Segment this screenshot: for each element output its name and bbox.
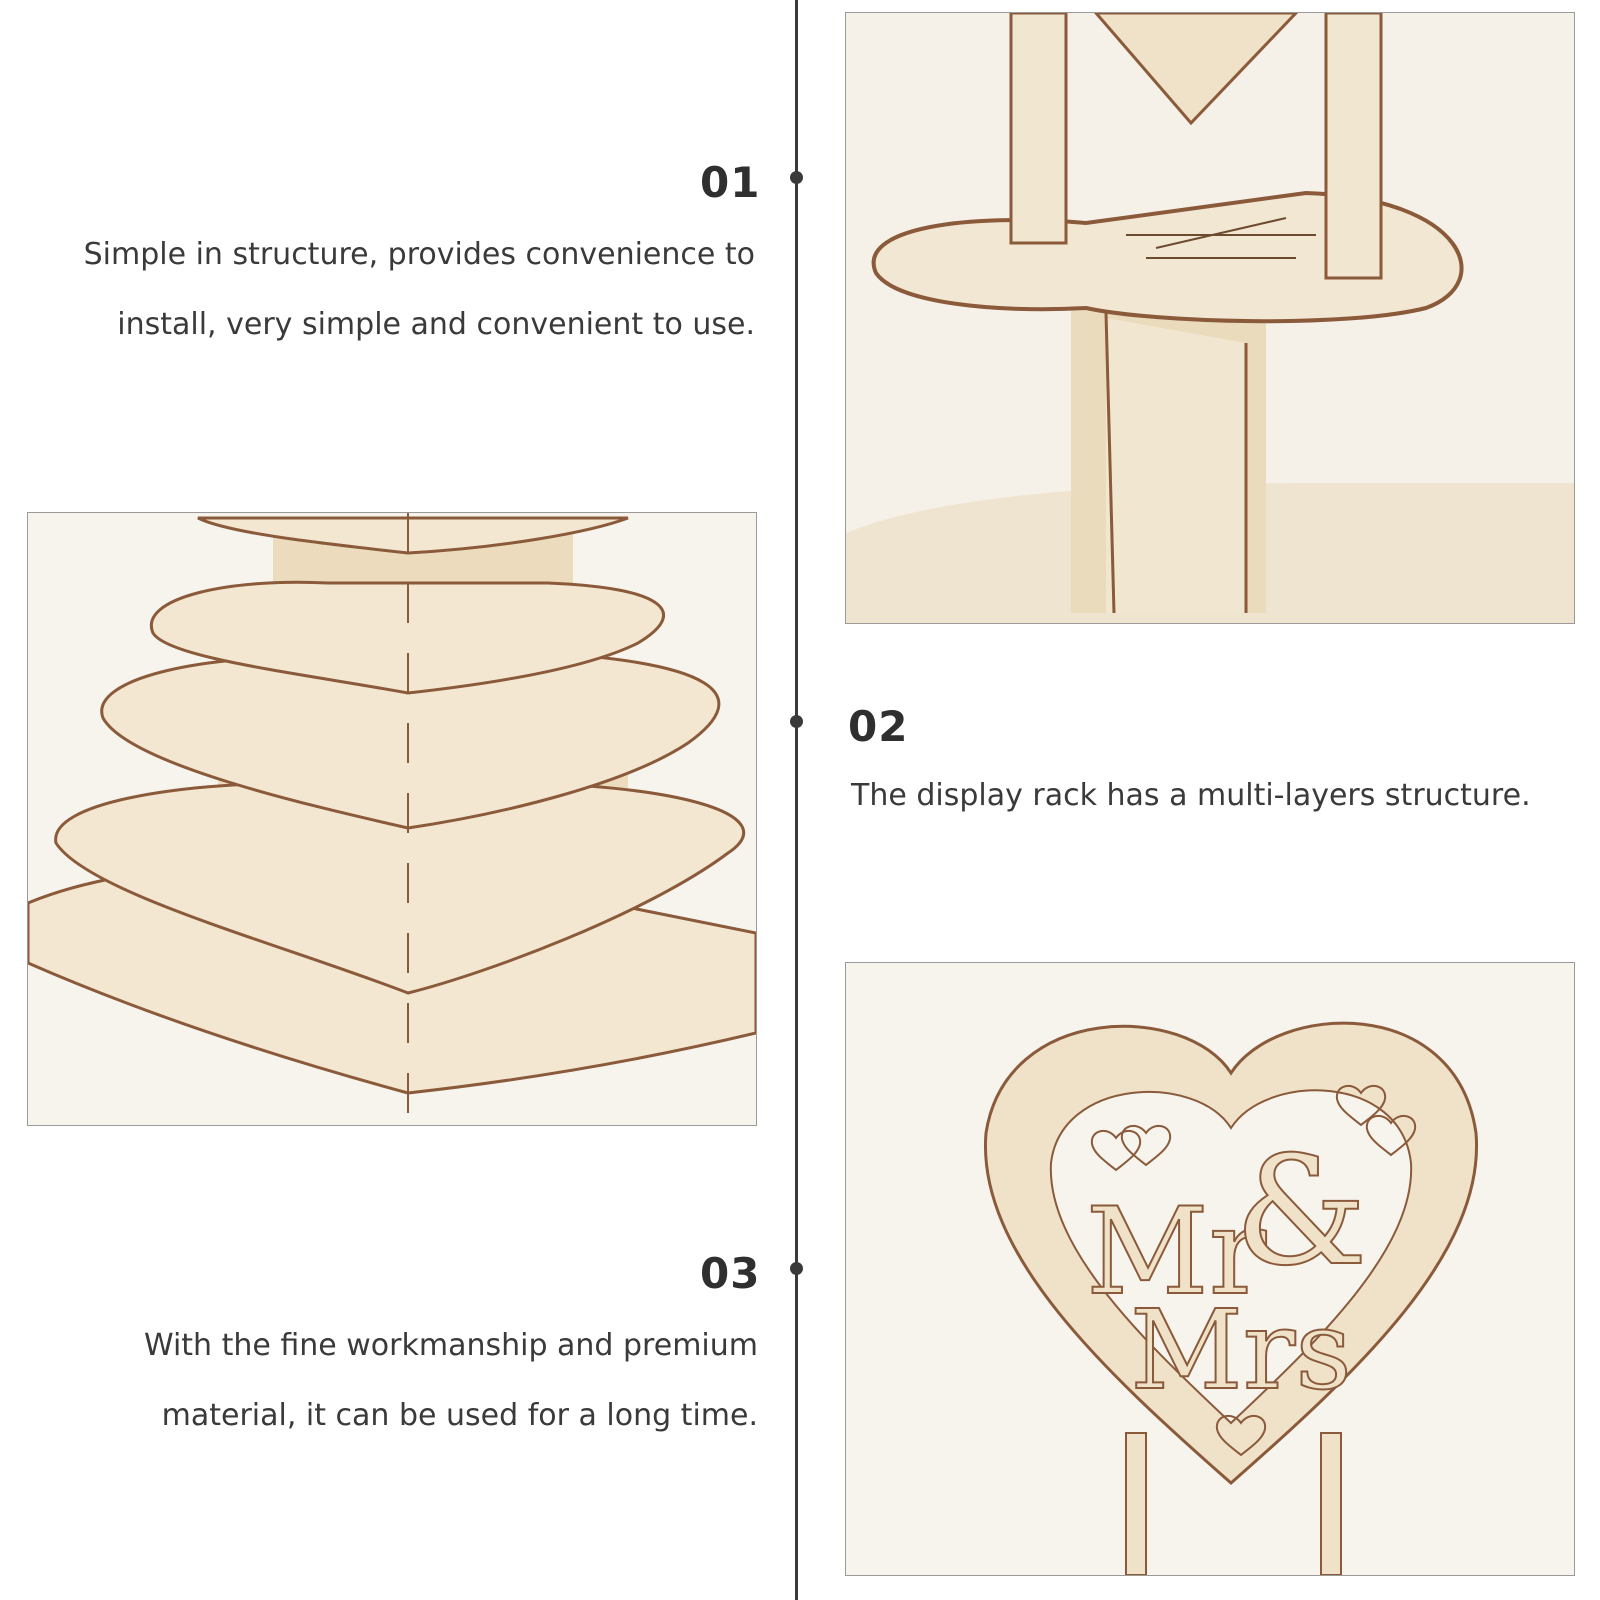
- svg-text:&: &: [1234, 1125, 1368, 1299]
- feature-03-line-1: With the fine workmanship and premium: [143, 1328, 758, 1363]
- feature-description-01: Simple in structure, provides convenienc…: [40, 220, 755, 360]
- heart-stand-detail-photo: [845, 12, 1575, 624]
- feature-number-03: 03: [700, 1249, 761, 1298]
- timeline-dot-03: [789, 1262, 803, 1275]
- timeline-line: [795, 0, 798, 1600]
- feature-01-line-1: Simple in structure, provides convenienc…: [83, 237, 755, 272]
- svg-text:Mrs: Mrs: [1130, 1286, 1352, 1414]
- timeline-dot-02: [789, 715, 803, 728]
- feature-description-03: With the fine workmanship and premium ma…: [40, 1311, 758, 1451]
- svg-text:Mr: Mr: [1086, 1183, 1267, 1322]
- feature-number-02: 02: [848, 702, 909, 751]
- feature-03-line-2: material, it can be used for a long time…: [161, 1398, 758, 1433]
- feature-number-01: 01: [700, 158, 761, 207]
- feature-01-line-2: install, very simple and convenient to u…: [117, 307, 755, 342]
- timeline-dot-01: [789, 171, 803, 184]
- tiered-heart-rack-photo: [27, 512, 757, 1126]
- feature-02-line-1: The display rack has a multi-layers stru…: [851, 778, 1531, 813]
- mr-mrs-heart-topper-photo: Mr & Mrs: [845, 962, 1575, 1576]
- feature-description-02: The display rack has a multi-layers stru…: [851, 761, 1571, 831]
